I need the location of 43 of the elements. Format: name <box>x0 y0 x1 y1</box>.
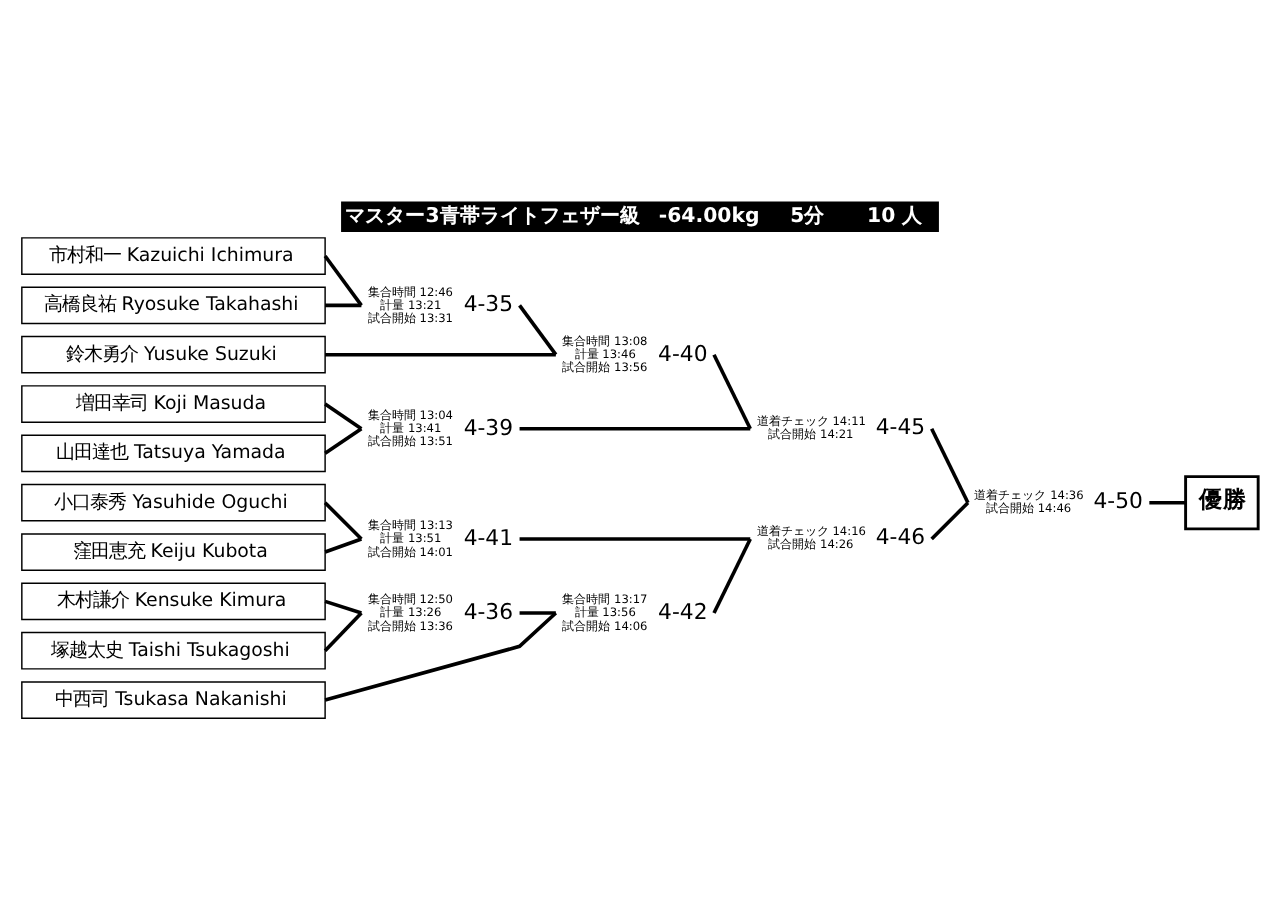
label: -64.00kg <box>658 204 760 227</box>
connector <box>325 302 362 307</box>
node-text: 4-39 <box>463 413 514 440</box>
node-box: 鈴木勇介 Yusuke Suzuki <box>21 334 326 373</box>
connector <box>519 610 556 614</box>
connector <box>930 426 970 503</box>
connector <box>325 351 556 356</box>
label: 10 人 <box>867 204 923 227</box>
node-box: 高橋良祐 Ryosuke Takahashi <box>21 285 326 324</box>
node-text: 4-41 <box>463 523 514 550</box>
node-box: 市村和一 Kazuichi Ichimura <box>21 236 326 274</box>
label: 5分 <box>790 204 825 227</box>
connector <box>324 426 363 454</box>
connector <box>324 598 362 614</box>
node-text: 4-45 <box>875 412 926 439</box>
node-box: 増田幸司 Koji Masuda <box>21 384 326 422</box>
connector <box>519 425 751 430</box>
node-text: 4-46 <box>875 523 926 550</box>
node-text: 4-40 <box>658 339 708 366</box>
node-text: 4-42 <box>658 597 708 624</box>
connector <box>324 401 363 430</box>
node-box: 中西司 Tsukasa Nakanishi <box>21 680 326 718</box>
connector <box>930 500 970 540</box>
connector <box>712 537 752 613</box>
connector <box>519 536 751 540</box>
connector <box>712 352 752 429</box>
connector <box>323 500 363 540</box>
connector <box>324 610 558 701</box>
connector <box>324 536 362 553</box>
node-box: 窪田恵充 Keiju Kubota <box>21 532 326 570</box>
node-box: 優勝 <box>1184 474 1260 530</box>
node-box: 塚越太史 Taishi Tsukagoshi <box>21 630 326 669</box>
connector <box>1149 499 1186 504</box>
node-box: 小口泰秀 Yasuhide Oguchi <box>21 482 326 521</box>
connector <box>323 253 363 306</box>
node-box: 木村謙介 Kensuke Kimura <box>21 581 326 620</box>
node-text: 4-36 <box>463 597 514 624</box>
connector <box>518 303 558 355</box>
node-box: 山田達也 Tatsuya Yamada <box>21 433 326 472</box>
diagram-title: マスター3青帯ライトフェザー級 <box>345 204 640 227</box>
node-text: 4-35 <box>463 290 514 317</box>
connector <box>323 610 363 651</box>
node-text: 4-50 <box>1093 486 1143 513</box>
